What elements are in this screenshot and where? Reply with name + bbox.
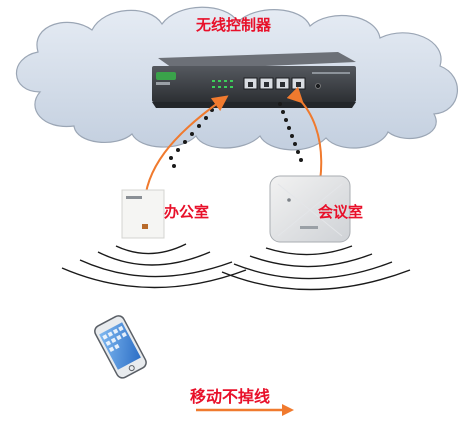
brand-logo bbox=[156, 72, 176, 80]
office-ap-label: 办公室 bbox=[164, 203, 210, 221]
controller-title: 无线控制器 bbox=[196, 16, 272, 34]
roaming-arrow bbox=[196, 404, 294, 416]
power-port bbox=[315, 83, 321, 89]
wireless-waves bbox=[61, 243, 411, 291]
controller-device bbox=[152, 52, 356, 108]
smartphone bbox=[94, 315, 147, 379]
status-leds bbox=[212, 80, 233, 88]
ceiling-ap bbox=[269, 175, 351, 243]
wall-ap bbox=[121, 189, 165, 239]
roaming-caption: 移动不掉线 bbox=[190, 387, 271, 406]
meeting-ap-label: 会议室 bbox=[318, 203, 364, 221]
